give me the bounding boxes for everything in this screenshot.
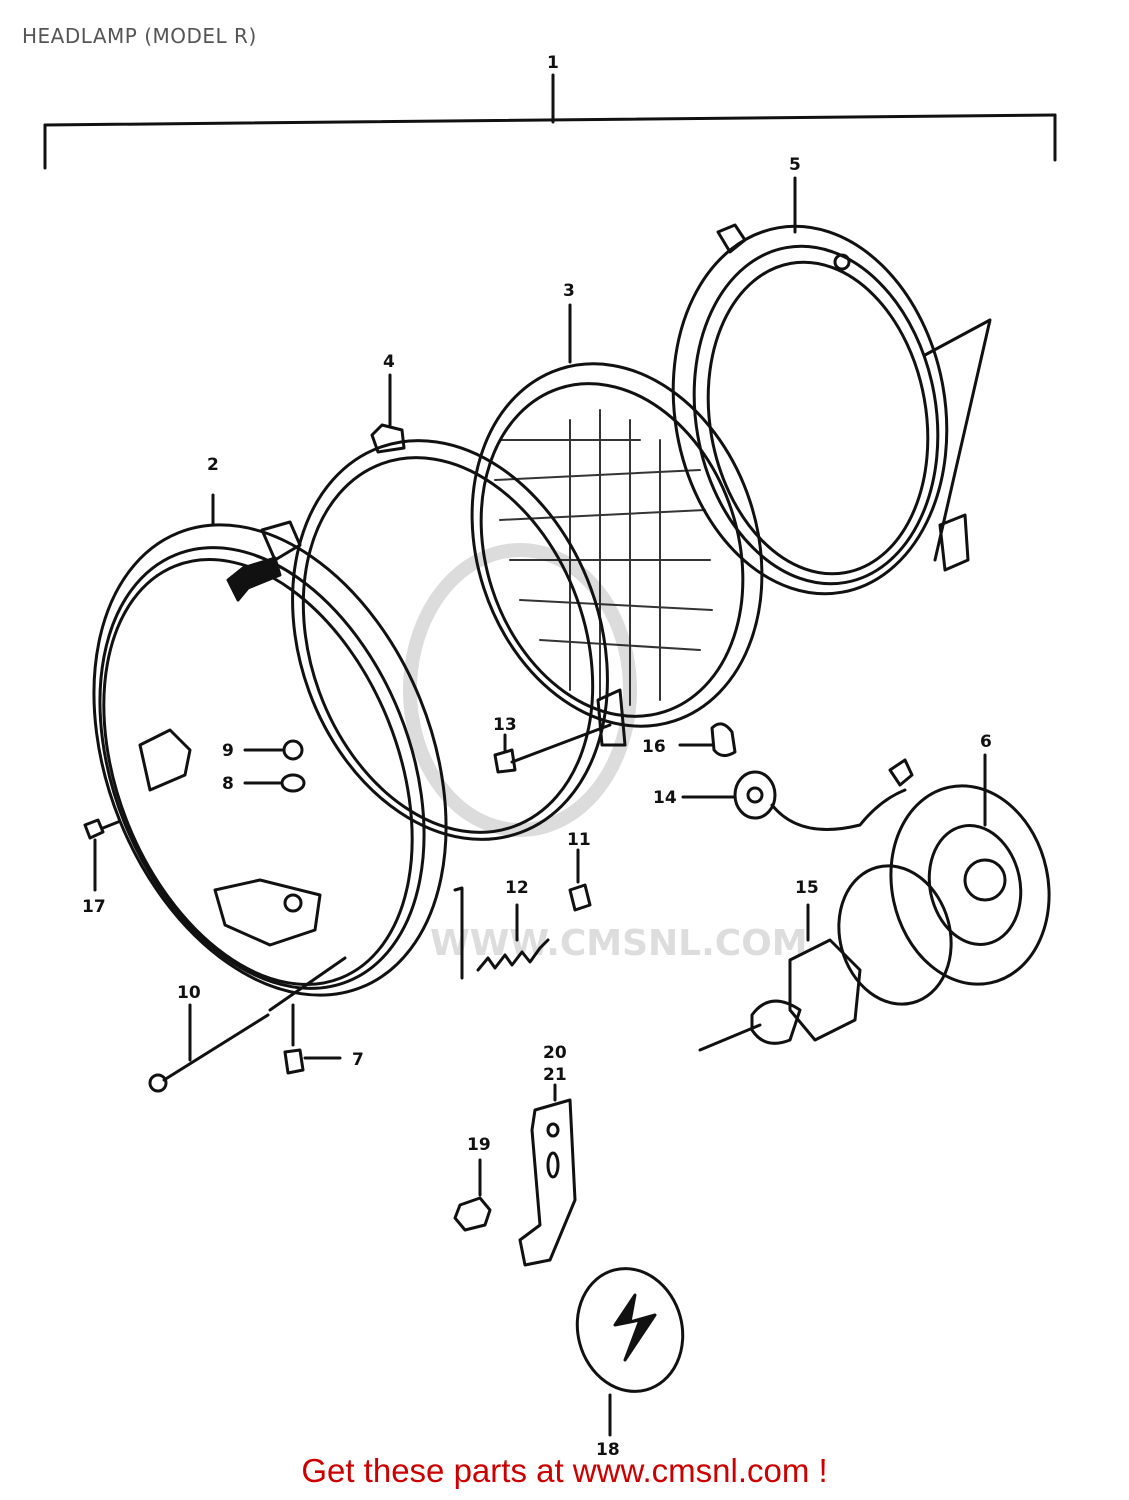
watermark-logo: WWW.CMSNL.COM — [403, 543, 808, 964]
label-18: 18 — [596, 1440, 620, 1460]
part-4-retaining-ring — [291, 373, 627, 841]
part-13-screw — [493, 723, 612, 774]
part-1-bracket — [43, 73, 1057, 170]
label-4: 4 — [383, 352, 395, 372]
label-2: 2 — [207, 455, 219, 475]
part-9-nut — [243, 739, 304, 761]
label-7: 7 — [352, 1050, 364, 1070]
label-1: 1 — [547, 53, 559, 73]
label-8: 8 — [222, 774, 234, 794]
label-17: 17 — [82, 897, 106, 917]
label-20: 20 — [543, 1043, 567, 1063]
part-15-headlamp-bulb — [698, 864, 953, 1052]
watermark-text: WWW.CMSNL.COM — [430, 923, 808, 964]
part-12-spring — [453, 886, 550, 980]
footer-promo-link[interactable]: Get these parts at www.cmsnl.com ! — [301, 1452, 828, 1489]
part-2-headlamp-rim — [92, 493, 448, 997]
part-14-bulb-socket — [681, 758, 914, 831]
part-labels: 1 2 3 4 5 6 7 8 9 10 11 12 13 14 15 16 1… — [82, 53, 992, 1460]
part-10-long-screw — [148, 956, 347, 1093]
label-6: 6 — [980, 732, 992, 752]
part-19-nut — [453, 1158, 492, 1232]
part-11-nut — [568, 848, 592, 912]
part-5-headlamp-housing — [671, 176, 992, 596]
label-15: 15 — [795, 878, 819, 898]
part-7-screw — [283, 1003, 342, 1075]
label-21: 21 — [543, 1065, 567, 1085]
part-6-socket-cup — [889, 753, 1051, 986]
label-3: 3 — [563, 281, 575, 301]
label-16: 16 — [642, 737, 666, 757]
label-5: 5 — [789, 155, 801, 175]
part-16-pilot-bulb — [678, 722, 737, 757]
front-direction-arrow-icon — [226, 556, 282, 602]
part-18-emblem — [575, 1267, 685, 1437]
part-3-lens-unit — [470, 303, 764, 728]
label-14: 14 — [653, 788, 677, 808]
label-9: 9 — [222, 741, 234, 761]
label-13: 13 — [493, 715, 517, 735]
label-19: 19 — [467, 1135, 491, 1155]
part-20-21-bracket — [518, 1083, 577, 1267]
label-12: 12 — [505, 878, 529, 898]
part-8-washer — [243, 773, 306, 793]
label-10: 10 — [177, 983, 201, 1003]
label-11: 11 — [567, 830, 591, 850]
part-17-screw — [83, 818, 120, 892]
page-title: HEADLAMP (MODEL R) — [22, 24, 257, 48]
